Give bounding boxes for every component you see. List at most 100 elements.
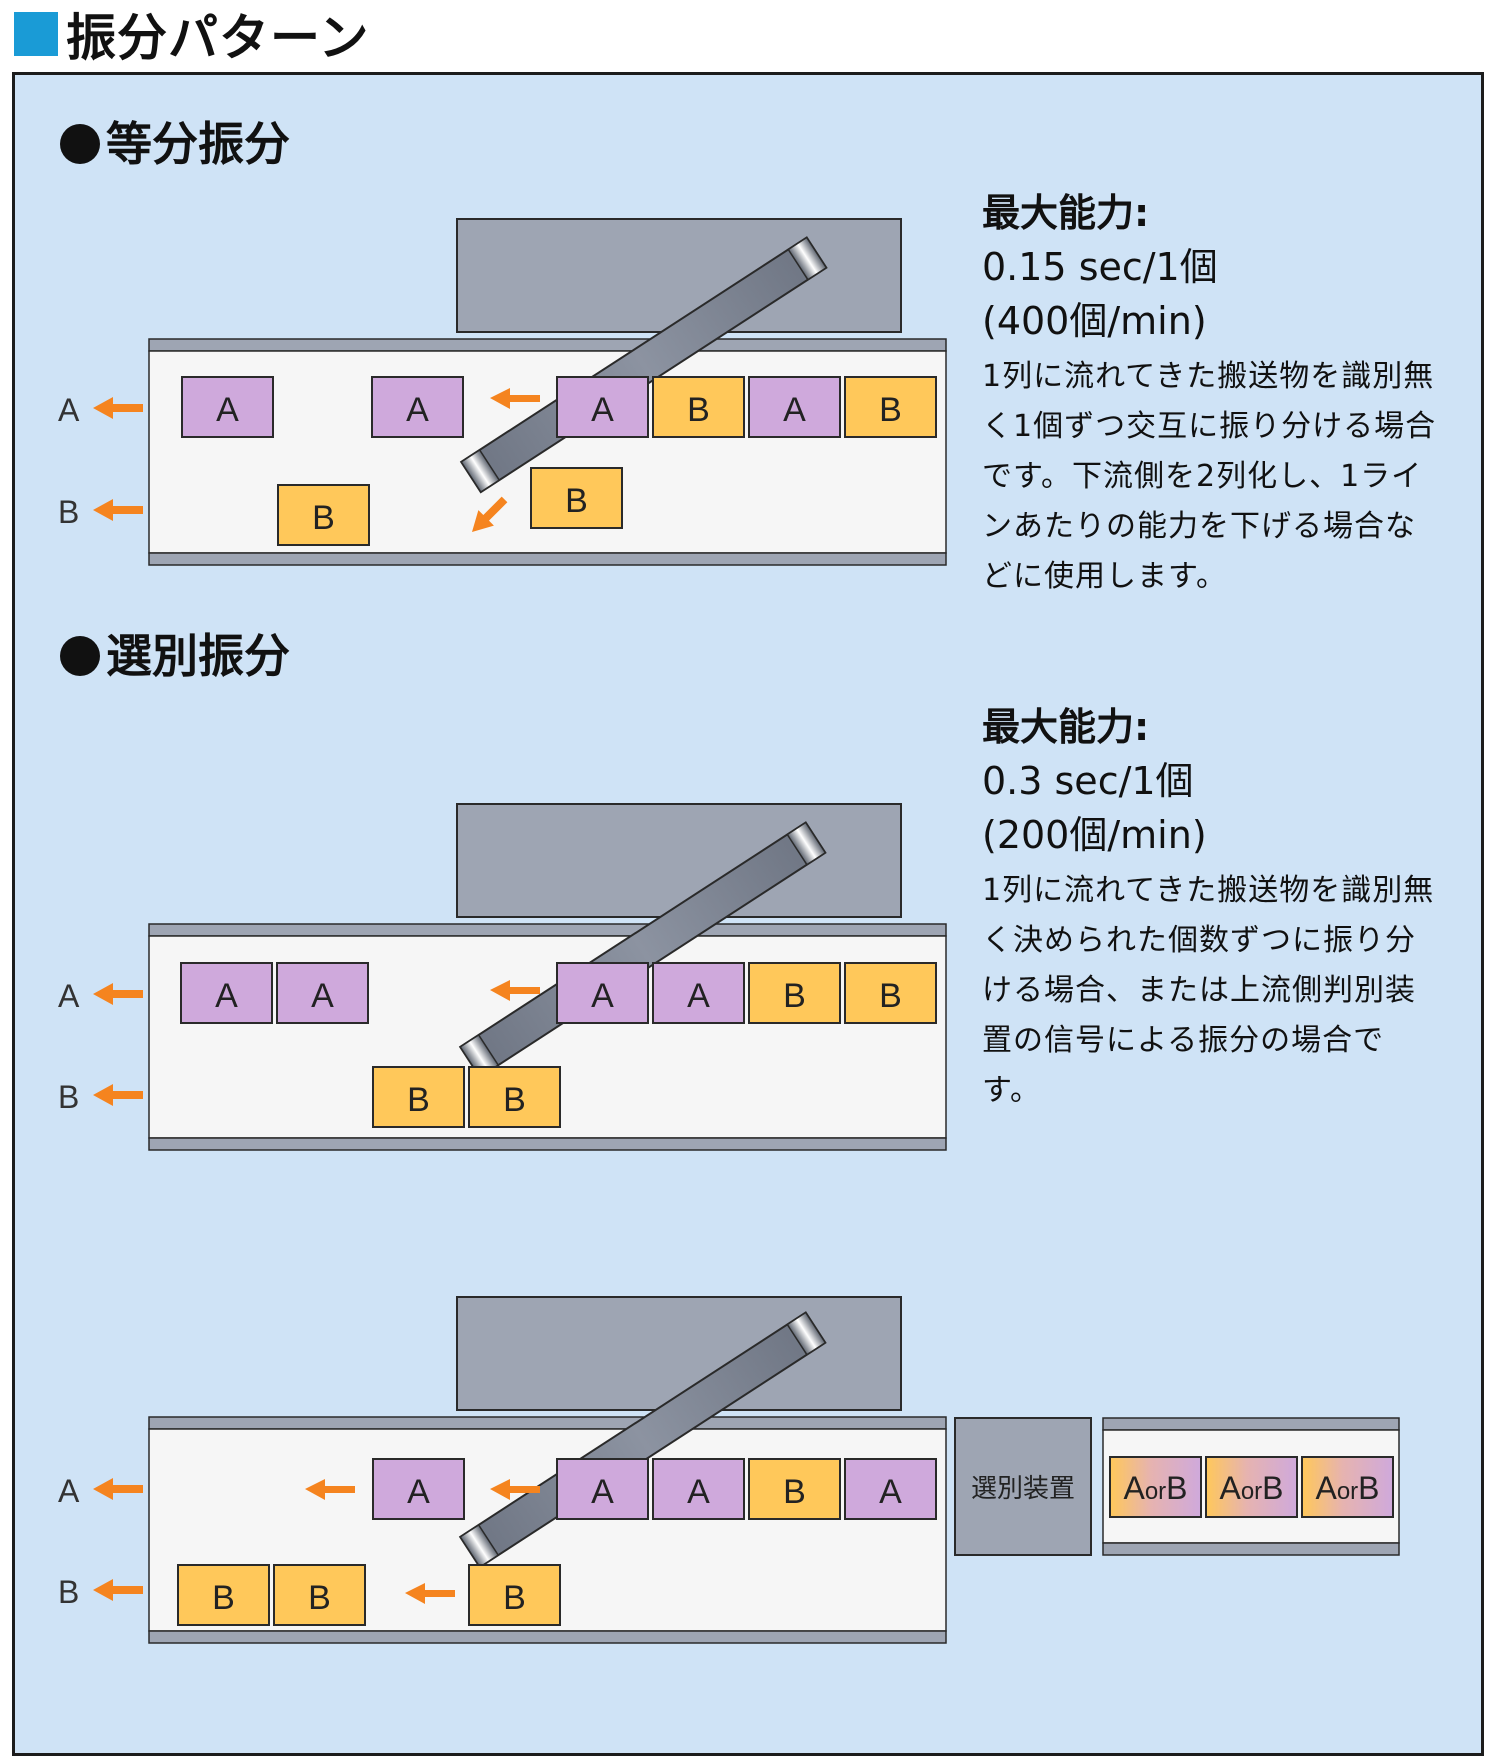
svg-text:A: A	[687, 1473, 710, 1511]
lane-label-b: B	[58, 494, 79, 530]
bullet-icon	[60, 636, 100, 676]
arrow-left-icon	[490, 388, 540, 409]
box-a-or-b: AorB	[1109, 1456, 1202, 1518]
conveyor-rail-top	[148, 338, 947, 352]
arrow-left-icon	[93, 1478, 143, 1500]
svg-text:A: A	[591, 1473, 614, 1511]
diagram-equal: A A A B A B B B A B	[58, 218, 947, 566]
box-a: A	[748, 376, 841, 438]
arrow-left-icon	[405, 1583, 455, 1604]
box-b: B	[844, 376, 937, 438]
box-b: B	[748, 1458, 841, 1520]
svg-text:B: B	[503, 1579, 526, 1617]
svg-text:A: A	[311, 977, 334, 1015]
box-b: B	[277, 484, 370, 546]
page-header: 振分パターン	[14, 6, 370, 67]
svg-text:AorB: AorB	[1219, 1470, 1283, 1506]
svg-text:AorB: AorB	[1123, 1470, 1187, 1506]
bullet-icon	[60, 124, 100, 164]
arrow-left-icon	[93, 1579, 143, 1601]
svg-text:A: A	[406, 391, 429, 429]
capacity-rate: (200個/min)	[982, 813, 1207, 857]
lane-label-a: A	[58, 392, 80, 428]
conveyor-rail-top	[148, 1416, 947, 1430]
box-a: A	[556, 1458, 649, 1520]
diagram-sorter: A A A B A B B B A B 選別装置 AorB AorB A	[58, 1296, 1400, 1644]
box-a: A	[372, 1458, 465, 1520]
diagram-select: A A A A B B B B A B	[58, 803, 947, 1151]
svg-text:B: B	[308, 1579, 331, 1617]
box-a: A	[181, 376, 274, 438]
svg-text:B: B	[503, 1081, 526, 1119]
box-a: A	[556, 376, 649, 438]
page-title: 振分パターン	[66, 9, 370, 67]
machine-housing	[456, 218, 902, 333]
box-a: A	[371, 376, 464, 438]
arrow-left-icon	[93, 1084, 143, 1106]
box-b: B	[530, 467, 623, 529]
capacity-time: 0.15 sec/1個	[982, 245, 1218, 289]
box-b: B	[177, 1564, 270, 1626]
arrow-left-icon	[93, 397, 143, 419]
conveyor-rail-top	[148, 923, 947, 937]
box-b: B	[468, 1066, 561, 1128]
description: 1列に流れてきた搬送物を識別無く決められた個数ずつに振り分ける場合、または上流側…	[982, 873, 1435, 1108]
machine-housing	[456, 803, 902, 918]
box-b: B	[372, 1066, 465, 1128]
svg-text:A: A	[216, 391, 239, 429]
conveyor-rail-bottom	[148, 1137, 947, 1151]
svg-text:B: B	[879, 391, 902, 429]
arrow-diagonal-icon	[472, 496, 508, 532]
svg-text:B: B	[312, 499, 335, 537]
conveyor-rail-bottom	[148, 552, 947, 566]
box-a-or-b: AorB	[1205, 1456, 1298, 1518]
section-title-equal: 等分振分	[60, 108, 290, 174]
capacity-label: 最大能力:	[982, 191, 1150, 235]
lane-label-a: A	[58, 978, 80, 1014]
lane-label-b: B	[58, 1079, 79, 1115]
box-a: A	[556, 962, 649, 1024]
box-b: B	[468, 1564, 561, 1626]
box-a: A	[652, 1458, 745, 1520]
lane-label-a: A	[58, 1473, 80, 1509]
svg-text:A: A	[215, 977, 238, 1015]
arrow-left-icon	[305, 1479, 355, 1500]
upstream-rail-top	[1102, 1417, 1400, 1431]
svg-text:A: A	[783, 391, 806, 429]
description: 1列に流れてきた搬送物を識別無く1個ずつ交互に振り分ける場合です。下流側を2列化…	[982, 359, 1437, 594]
machine-housing	[456, 1296, 902, 1411]
sorter-label: 選別装置	[971, 1474, 1075, 1504]
info-block-select: 最大能力: 0.3 sec/1個 (200個/min) 1列に流れてきた搬送物を…	[982, 700, 1442, 1116]
svg-text:B: B	[212, 1579, 235, 1617]
svg-text:B: B	[407, 1081, 430, 1119]
conveyor-rail-bottom	[148, 1630, 947, 1644]
svg-text:A: A	[591, 977, 614, 1015]
svg-text:B: B	[565, 482, 588, 520]
box-b: B	[273, 1564, 366, 1626]
box-b: B	[748, 962, 841, 1024]
info-block-equal: 最大能力: 0.15 sec/1個 (400個/min) 1列に流れてきた搬送物…	[982, 186, 1442, 602]
svg-text:B: B	[783, 1473, 806, 1511]
capacity-time: 0.3 sec/1個	[982, 759, 1194, 803]
sorter-device	[954, 1417, 1092, 1556]
diverter-arm	[458, 1311, 827, 1569]
arrow-left-icon	[490, 1479, 540, 1500]
box-a: A	[276, 962, 369, 1024]
arrow-left-icon	[93, 499, 143, 521]
lane-label-b: B	[58, 1574, 79, 1610]
svg-text:A: A	[407, 1473, 430, 1511]
svg-text:A: A	[879, 1473, 902, 1511]
svg-text:AorB: AorB	[1315, 1470, 1379, 1506]
svg-text:B: B	[879, 977, 902, 1015]
upstream-rail-bottom	[1102, 1542, 1400, 1556]
arrow-left-icon	[93, 983, 143, 1005]
box-b: B	[652, 376, 745, 438]
section-title-select: 選別振分	[60, 620, 290, 686]
svg-text:B: B	[783, 977, 806, 1015]
arrow-left-icon	[490, 980, 540, 1001]
svg-text:A: A	[687, 977, 710, 1015]
box-a: A	[652, 962, 745, 1024]
box-b: B	[844, 962, 937, 1024]
capacity-label: 最大能力:	[982, 705, 1150, 749]
